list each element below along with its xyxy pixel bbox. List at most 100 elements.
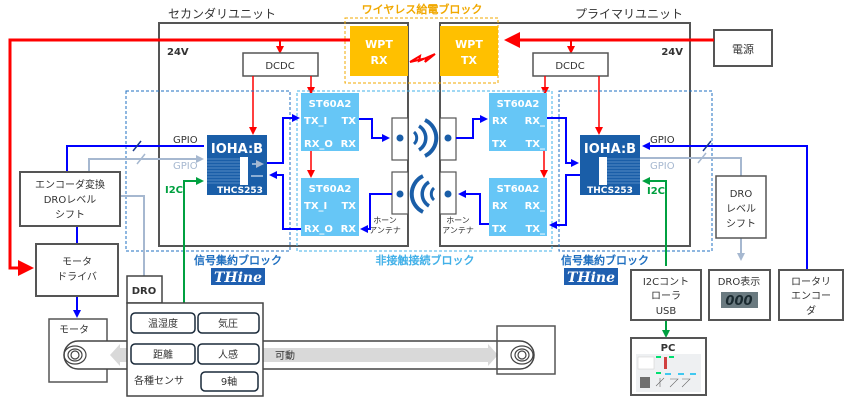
ioha-chip-primary: IOHA:B THCS253 [580,135,640,196]
wireless-wave-left-icon [409,174,436,214]
bus-slash-icon [702,140,712,152]
encoder-converter-label: シフト [55,210,85,221]
antenna-dot [444,190,452,198]
gpio-light-line-secondary [88,155,204,172]
signal-block-frame-right [558,90,713,252]
secondary-unit-title: セカンダリユニット [168,6,276,21]
sensor-temp-humidity [130,312,196,334]
power-line-secondary [8,38,350,276]
dro-level-shift-label: DRO [730,189,753,200]
rotary-encoder-label: ロータリ [791,276,831,288]
wpt-rx-box [350,26,408,76]
gpio-label-sec-2: GPIO [173,161,198,172]
signal-line [547,117,579,167]
sensor-label: 気圧 [218,317,238,330]
wpt-rx-line2: RX [371,54,388,67]
rotary-encoder-label: エンコー [791,291,831,302]
st60-pin: TX_I [304,116,327,127]
st60-pin: TX [492,224,507,235]
signal-line [456,115,488,139]
st60-pin: RX_ [525,201,545,212]
pulley-box-right [496,325,556,375]
ioha-chip-secondary: IOHA:B THCS253 [207,135,267,196]
thine-logo-text: THine [567,270,615,286]
wpt-rx-line1: WPT [365,38,393,51]
antenna-dot [396,134,404,142]
st60-chip-sec-bottom: ST60A2 TX_I TX RX_O RX [301,178,359,236]
st60-pin: TX [341,116,356,127]
pc-label: PC [661,343,676,354]
st60-chip-name: ST60A2 [497,184,540,195]
dro-digit-display [721,292,758,308]
sensor-label: 距離 [153,348,173,361]
sensor-9axis [200,371,259,392]
sensor-group-label: 各種センサ [134,374,184,387]
gpio-line-secondary [66,145,204,172]
gpio-light-line-dro [120,195,145,276]
sensor-distance [130,343,196,365]
wpt-tx-box [440,26,498,76]
signal-line [549,174,580,229]
st60-chip-name: ST60A2 [309,99,352,110]
sensor-label: 9軸 [221,375,237,388]
dcdc-primary-label: DCDC [555,61,584,72]
encoder-converter-label: DROレベル [44,194,97,206]
dro-level-shift-label: シフト [726,219,756,230]
dro-level-shift-box [715,175,767,239]
antenna-dot [396,190,404,198]
pc-screenshot-thumbnail [636,354,701,392]
signal-line [267,114,300,164]
st60-pin: RX [492,116,508,127]
st60-pin: TX_I [304,201,327,212]
horn-antenna-label: ホーン [446,216,470,225]
contactless-block-frame [296,90,553,252]
rotary-encoder-label: ダ [806,304,816,317]
secondary-voltage: 24V [167,47,189,58]
primary-unit-frame [439,22,691,247]
st60-pin: TX [341,201,356,212]
primary-unit-title: プライマリユニット [575,7,683,21]
st60-chip-pri-top: ST60A2 RX RX_ TX TX_ [489,93,547,151]
thine-logo-left [211,268,265,285]
horn-antenna-label: ホーン [373,216,397,225]
motor-label: モータ [59,324,89,336]
wireless-power-bolt-icon [409,53,436,63]
pulley-right-icon [510,345,534,365]
st60-pin: RX [341,224,357,235]
dcdc-secondary-label: DCDC [265,61,294,72]
wpt-tx-line1: WPT [455,38,483,51]
wpt-block-title: ワイヤレス給電ブロック [362,2,483,16]
i2c-label-sec: I2C [165,185,183,196]
ioha-chip-title: IOHA:B [211,142,263,157]
i2c-line-secondary [183,177,204,305]
ioha-chip-model: THCS253 [587,186,633,196]
sensor-label: 人感 [218,348,238,361]
gpio-label-pri: GPIO [650,135,675,146]
rotary-encoder-box [778,269,844,321]
dro-digits: 000 [725,294,752,309]
pulley-left-icon [63,345,87,365]
st60-pin: RX_O [304,139,333,150]
i2c-label-pri: I2C [647,186,665,197]
dro-level-shift-label: レベル [726,203,756,215]
st60-pin: TX [492,139,507,150]
signal-line [360,193,392,233]
ioha-chip-title: IOHA:B [584,142,636,157]
sensor-pressure [197,312,260,334]
dro-label: DRO [132,286,157,297]
signal-line [359,118,390,142]
thine-logo-right [564,268,618,285]
sensor-label: 温湿度 [148,317,178,330]
st60-pin: RX_O [304,224,333,235]
signal-line [269,171,301,230]
i2c-controller-label: USB [656,306,677,317]
wpt-tx-line2: TX [461,54,478,67]
signal-block-title-right: 信号集約ブロック [561,253,649,267]
bus-slash-icon [132,140,142,152]
i2c-controller-label: I2Cコント [643,277,689,288]
sensor-human [197,343,260,365]
i2c-controller-label: ローラ [651,290,681,302]
st60-pin: RX [341,139,357,150]
st60-chip-sec-top: ST60A2 TX_I TX RX_O RX [301,93,359,151]
